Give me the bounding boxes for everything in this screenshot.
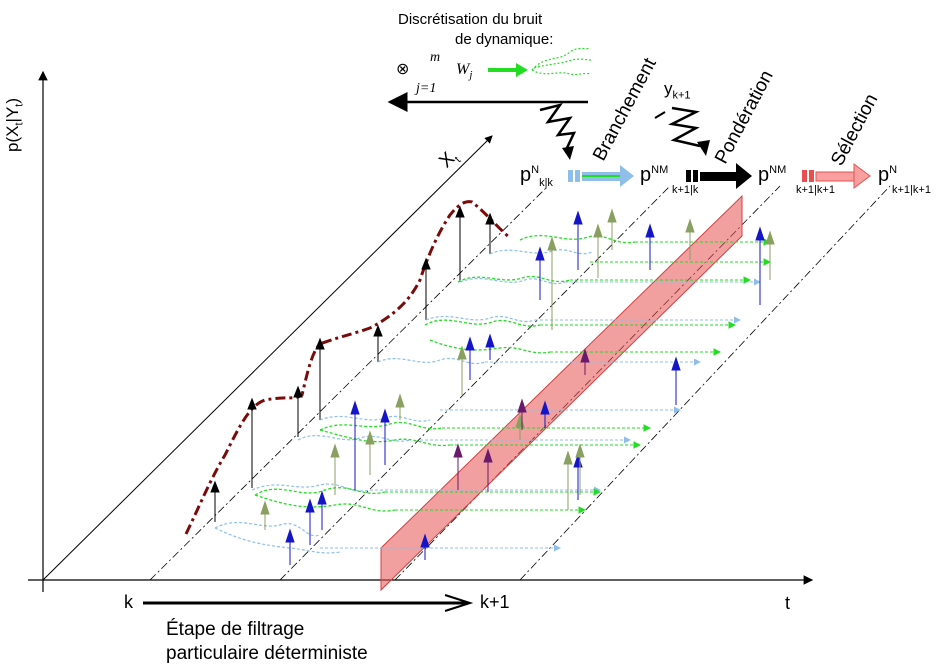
product-lower: j=1 (416, 81, 437, 96)
obs-y: y (664, 79, 673, 98)
arrow-branching (568, 165, 634, 187)
propagation-lines-green (385, 238, 772, 514)
particle-arrows (260, 208, 775, 565)
y-label-sub1: t (13, 122, 26, 126)
noise-green-arrowhead (516, 63, 528, 77)
product-term-w: W (456, 61, 470, 78)
observation-zigzag (668, 106, 701, 148)
caption-line-2: particulaire déterministe (166, 643, 368, 664)
observation-tick (654, 111, 666, 119)
noise-sample-squiggles (531, 47, 593, 76)
time-mark-k-plus-1: k+1 (480, 592, 510, 612)
d3-sup: NM (769, 164, 787, 176)
dist-weighted: pNM (758, 164, 787, 186)
d4-sup: N (889, 164, 898, 176)
dynamic-noise-paths (254, 235, 636, 512)
dist-posterior: pN (878, 164, 898, 186)
y-label-sub2: t (13, 103, 26, 107)
dist-prior: pNk|k (520, 165, 553, 189)
y-label-mid: |Y (3, 106, 22, 123)
dist-predicted-sub: k+1|k (672, 184, 699, 196)
depth-axis (42, 135, 493, 581)
prior-particle-arrows (210, 205, 495, 522)
arrow-weighting (686, 163, 752, 189)
y-axis-label: p(Xt|Yt) (3, 97, 26, 152)
time-slices (149, 185, 891, 581)
d2-sup: NM (651, 164, 669, 176)
prior-density-curve (184, 200, 511, 535)
title-line-1: Discrétisation du bruit (398, 11, 543, 28)
dist-posterior-sub: k+1|k+1 (892, 184, 931, 196)
dist-weighted-sub: k+1|k+1 (796, 184, 835, 196)
d2-base: p (640, 164, 652, 186)
propagation-lines-blue (320, 278, 761, 552)
caption-line-1: Étape de filtrage (166, 619, 305, 640)
observation-label: yk+1 (664, 80, 691, 101)
time-mark-k: k (124, 592, 133, 612)
y-label-end: ) (3, 97, 22, 104)
product-term: Wj (456, 62, 472, 81)
d1-sup: N (531, 164, 540, 176)
branching-zigzag-head (562, 146, 574, 160)
branching-zigzag (539, 102, 577, 151)
d1-base: p (520, 164, 532, 186)
filtering-step-arrowhead (444, 594, 474, 612)
d3-base: p (758, 164, 770, 186)
title-line-2: de dynamique: (455, 31, 554, 48)
d1-sub: k|k (539, 177, 553, 189)
y-label-p: p(X (3, 125, 22, 152)
dist-predicted: pNM (640, 164, 669, 186)
x-axis-label: t (785, 593, 791, 613)
observation-zigzag-head (697, 140, 710, 156)
obs-sub: k+1 (672, 89, 691, 102)
d4-base: p (878, 164, 890, 186)
weighting-band (380, 194, 743, 592)
product-upper: m (430, 50, 441, 65)
arrow-selection (802, 163, 871, 189)
product-term-sub: j (469, 69, 473, 82)
product-operator: ⊗ (396, 61, 410, 78)
